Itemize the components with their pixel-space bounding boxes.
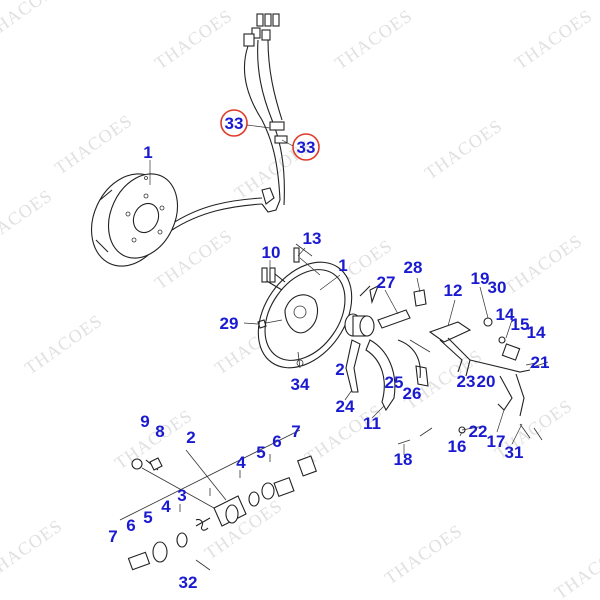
callout-label: 17 xyxy=(487,432,506,451)
watermark: THACOES xyxy=(421,115,506,183)
watermark: THACOES xyxy=(21,310,106,378)
watermark: THACOES xyxy=(501,230,586,298)
callout-label: 7 xyxy=(291,422,300,441)
callout-label: 13 xyxy=(303,229,322,248)
callout-label: 14 xyxy=(527,323,546,342)
callout-label: 25 xyxy=(385,373,404,392)
leader-lines xyxy=(149,124,537,455)
callout-label: 8 xyxy=(155,422,164,441)
callout-label: 33 xyxy=(225,114,244,133)
callout-label: 4 xyxy=(236,453,246,472)
brake-drum xyxy=(91,173,179,267)
callout-label: 5 xyxy=(143,508,152,527)
callout-label: 1 xyxy=(143,143,152,162)
callout-label: 30 xyxy=(488,278,507,297)
callout-label: 16 xyxy=(448,437,467,456)
highlight-circle xyxy=(292,133,320,161)
callout-label: 18 xyxy=(394,450,413,469)
callout-label: 14 xyxy=(496,305,515,324)
callout-label: 2 xyxy=(186,428,195,447)
callout-label: 6 xyxy=(272,432,281,451)
watermark: THACOES xyxy=(0,0,66,43)
watermark: THACOES xyxy=(381,520,466,588)
callout-label: 21 xyxy=(531,353,550,372)
callout-label: 19 xyxy=(471,269,490,288)
callout-label: 15 xyxy=(511,315,530,334)
callout-label: 27 xyxy=(377,273,396,292)
callout-label: 31 xyxy=(505,443,524,462)
callout-label: 24 xyxy=(336,397,355,416)
watermark: THACOES xyxy=(51,110,136,178)
callout-label: 3 xyxy=(177,486,186,505)
wire-harness xyxy=(149,13,288,241)
callout-label: 11 xyxy=(363,414,381,433)
callout-label: 22 xyxy=(469,422,488,441)
callout-label: 33 xyxy=(297,138,316,157)
callout-label: 34 xyxy=(291,375,310,394)
backing-plate xyxy=(257,243,353,369)
callout-label: 28 xyxy=(404,258,423,277)
callout-label: 5 xyxy=(256,443,265,462)
watermark: THACOES xyxy=(151,5,236,73)
callout-label: 2 xyxy=(335,360,344,379)
callout-label: 4 xyxy=(161,497,171,516)
callout-label: 9 xyxy=(140,412,149,431)
callout-label: 26 xyxy=(403,384,422,403)
callout-label: 10 xyxy=(262,243,281,262)
parking-lever-parts xyxy=(428,317,549,441)
watermark: THACOES xyxy=(551,535,600,600)
callout-label: 6 xyxy=(126,516,135,535)
brake-shoe-assembly xyxy=(344,284,433,445)
callout-label: 20 xyxy=(477,372,496,391)
callout-label: 32 xyxy=(179,573,198,592)
callout-labels: 33 33 1 13 10 1 27 28 19 30 12 14 15 14 … xyxy=(108,114,549,592)
callout-label: 23 xyxy=(457,372,476,391)
watermark: THACOES xyxy=(0,185,56,253)
callout-label: 7 xyxy=(108,527,117,546)
wheel-cylinder-exploded xyxy=(119,429,318,571)
watermark: THACOES xyxy=(331,5,416,73)
callout-label: 12 xyxy=(444,281,463,300)
callout-label: 1 xyxy=(338,256,347,275)
watermark: THACOES xyxy=(511,5,596,73)
watermark: THACOES xyxy=(201,495,286,563)
callout-label: 29 xyxy=(220,314,239,333)
highlight-circle xyxy=(220,109,248,137)
watermark: THACOES xyxy=(0,515,66,583)
